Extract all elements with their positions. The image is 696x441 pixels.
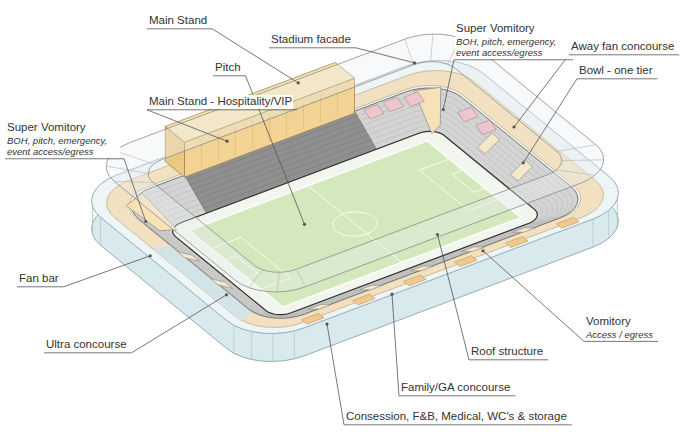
concession-block: [302, 313, 325, 324]
roof-truss: [277, 272, 279, 292]
roof-truss: [557, 145, 596, 152]
label-underline: [5, 158, 124, 159]
part-label: Main Stand - Hospitality/VIP: [148, 95, 293, 109]
part-label: Vomitory: [585, 315, 632, 329]
leader-line: [523, 79, 577, 163]
part-label: Roof structure: [470, 345, 544, 359]
leader-dot: [512, 125, 515, 128]
vomitory: [309, 305, 332, 309]
part-label: Bowl - one tier: [578, 64, 654, 78]
leader-dot: [225, 140, 228, 143]
label-underline: [569, 54, 679, 55]
leader-dot: [149, 254, 152, 257]
label-underline: [147, 28, 212, 29]
label-underline: [147, 109, 297, 110]
concession-block: [506, 237, 529, 248]
label-underline: [269, 47, 356, 48]
part-label: Family/GA concourse: [400, 381, 511, 395]
roof-truss: [296, 269, 305, 287]
leader-dot: [225, 293, 228, 296]
label-underline: [577, 78, 658, 79]
away-fan-block: [404, 92, 424, 107]
leader-dot: [297, 81, 300, 84]
label-underline: [44, 352, 132, 353]
concession-block: [455, 256, 478, 267]
leader-line: [124, 159, 146, 222]
leader-line: [514, 55, 569, 127]
pitch-marking: [452, 170, 485, 192]
roof-truss: [556, 170, 594, 175]
vomitory: [411, 266, 434, 270]
vomitory: [210, 279, 232, 289]
vomitory: [513, 228, 536, 232]
facade-rib: [617, 199, 618, 227]
facade-rib: [233, 325, 234, 353]
concession-block: [557, 217, 580, 228]
pitch-marking: [333, 212, 377, 236]
leader-line: [443, 60, 454, 110]
leader-dot: [390, 293, 393, 296]
vomitory: [462, 247, 485, 251]
leader-dot: [442, 108, 445, 111]
label-underline: [213, 75, 246, 76]
vomitory: [477, 133, 499, 154]
callout-subtitle: BOH, pitch, emergency, event access/egre…: [455, 36, 569, 59]
facade-rib: [593, 219, 594, 247]
facade-rib: [294, 331, 295, 359]
leader-line: [356, 48, 415, 63]
part-label: Consession, F&B, Medical, WC's & storage: [345, 410, 568, 424]
away-fan-block: [458, 107, 478, 122]
concession-block: [353, 294, 376, 305]
leader-line: [483, 251, 584, 342]
leader-dot: [522, 161, 525, 164]
facade-rib: [251, 332, 252, 360]
vomitory: [177, 252, 199, 262]
leader-line: [132, 295, 227, 353]
leader-dot: [325, 323, 328, 326]
concession-block: [404, 275, 427, 286]
leader-line: [438, 235, 470, 360]
vomitory: [510, 160, 532, 181]
part-label: Fan bar: [18, 272, 60, 286]
part-label: Pitch: [214, 61, 242, 75]
facade-rib: [608, 210, 609, 238]
leader-line: [64, 256, 151, 287]
part-label: Main Stand: [148, 14, 208, 28]
callout-subtitle: Access / egress: [585, 329, 654, 340]
label-underline: [344, 424, 572, 425]
roof-truss: [562, 159, 604, 161]
callout-subtitle: BOH, pitch, emergency, event access/egre…: [6, 135, 120, 158]
label-underline: [17, 286, 64, 287]
leader-line: [327, 324, 344, 425]
part-label: Away fan concourse: [570, 40, 675, 54]
leader-dot: [481, 249, 484, 252]
facade-rib: [100, 217, 101, 245]
label-underline: [584, 341, 658, 342]
label-underline: [399, 395, 515, 396]
away-fan-block: [383, 97, 403, 112]
away-fan-block: [476, 120, 496, 135]
label-underline: [454, 59, 573, 60]
leader-line: [392, 294, 399, 396]
part-label: Ultra concourse: [45, 338, 128, 352]
roof-truss: [431, 34, 433, 62]
part-label: Stadium facade: [270, 33, 352, 47]
part-label: Super Vomitory: [6, 121, 87, 135]
label-underline: [469, 359, 548, 360]
facade-rib: [272, 334, 273, 362]
roof-truss: [114, 181, 153, 182]
leader-dot: [144, 220, 147, 223]
vomitory: [360, 285, 383, 289]
roof-truss: [115, 151, 153, 164]
leader-dot: [413, 61, 416, 64]
leader-line: [147, 110, 227, 141]
away-fan-block: [364, 105, 384, 120]
part-label: Super Vomitory: [455, 22, 536, 36]
leader-dot: [303, 223, 306, 226]
roof-truss: [249, 270, 262, 288]
roof-structure: [106, 34, 604, 292]
leader-dot: [436, 233, 439, 236]
